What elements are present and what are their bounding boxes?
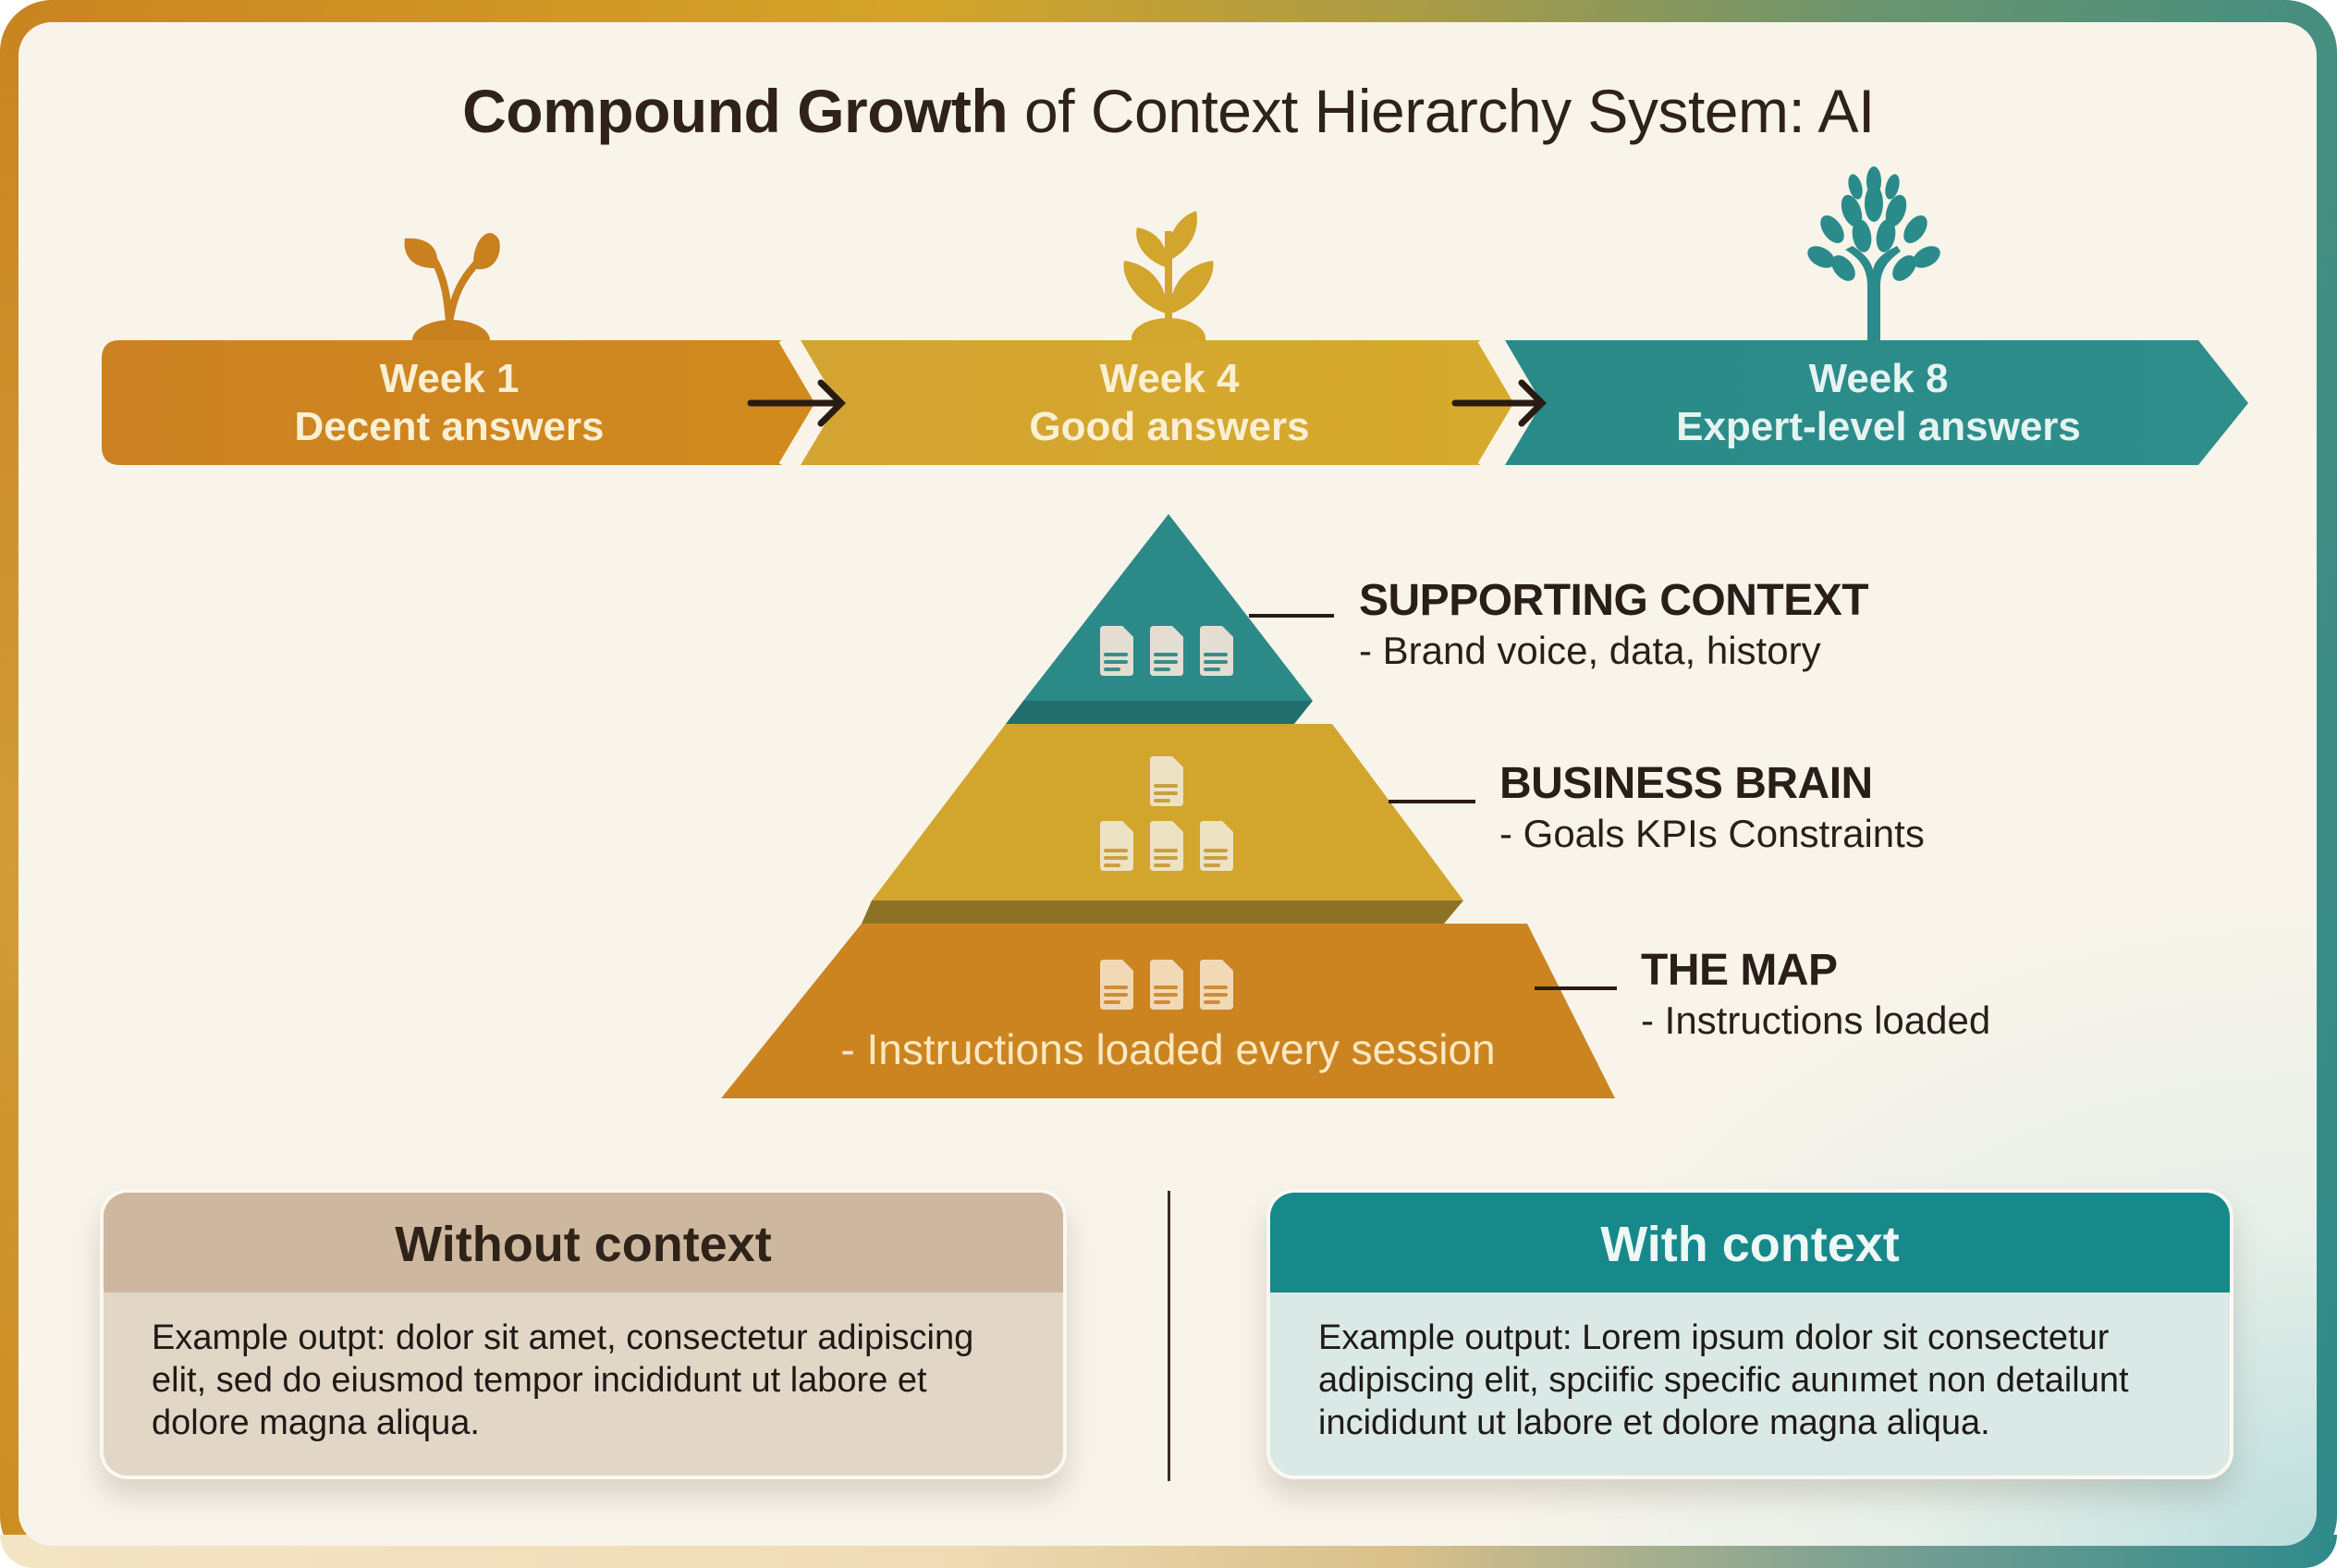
- week-4-label: Good answers: [1029, 404, 1310, 449]
- label-supporting-context: SUPPORTING CONTEXT - Brand voice, data, …: [1359, 575, 1869, 675]
- tree-icon: [1807, 166, 1940, 342]
- arrow-right-icon: [1451, 379, 1547, 427]
- timeline-week-4: Week 4 Good answers: [823, 355, 1516, 451]
- title-bold: Compound Growth: [462, 77, 1009, 145]
- tier-shadow: [862, 900, 1463, 924]
- tier-desc: - Brand voice, data, history: [1359, 629, 1821, 672]
- tier-title: THE MAP: [1641, 946, 1838, 995]
- pyramid-tier-supporting-context: [1023, 514, 1313, 701]
- week-8-label: Expert-level answers: [1676, 404, 2081, 449]
- title-rest: of Context Hierarchy System: AI: [1008, 77, 1875, 145]
- the-map-inner-text: - Instructions loaded every session: [840, 1025, 1496, 1073]
- label-the-map: THE MAP - Instructions loaded: [1641, 945, 1990, 1045]
- document-icon: [1100, 821, 1133, 871]
- tier-title: BUSINESS BRAIN: [1499, 759, 1873, 808]
- document-icon: [1150, 821, 1183, 871]
- document-icon: [1150, 756, 1183, 806]
- label-business-brain: BUSINESS BRAIN - Goals KPIs Constraints: [1499, 758, 1925, 858]
- tier-desc: - Instructions loaded: [1641, 998, 1991, 1042]
- week-8-title: Week 8: [1808, 356, 1949, 401]
- arrow-right-icon: [747, 379, 846, 427]
- pyramid-tier-business-brain: [872, 724, 1463, 900]
- week-1-segment: [102, 340, 819, 465]
- card-heading: Without context: [104, 1193, 1063, 1292]
- week-1-label: Decent answers: [294, 404, 605, 449]
- pyramid-tier-the-map: [721, 924, 1615, 1098]
- tier-title: SUPPORTING CONTEXT: [1359, 576, 1869, 625]
- tier-shadow: [1006, 701, 1313, 724]
- timeline-week-1: Week 1 Decent answers: [102, 355, 797, 451]
- document-icon: [1200, 821, 1233, 871]
- card-heading: With context: [1270, 1193, 2230, 1292]
- week-1-title: Week 1: [379, 356, 520, 401]
- week-8-segment: [1505, 340, 2248, 465]
- week-4-segment: [801, 340, 1518, 465]
- without-context-card: Without context Example outpt: dolor sit…: [100, 1189, 1067, 1479]
- timeline-week-8: Week 8 Expert-level answers: [1535, 355, 2222, 451]
- with-context-card: With context Example output: Lorem ipsum…: [1266, 1189, 2233, 1479]
- page-title: Compound Growth of Context Hierarchy Sys…: [0, 76, 2337, 146]
- tier-desc: - Goals KPIs Constraints: [1499, 812, 1925, 855]
- week-4-title: Week 4: [1099, 356, 1240, 401]
- card-body: Example outpt: dolor sit amet, consectet…: [152, 1318, 974, 1442]
- card-body: Example output: Lorem ipsum dolor sit co…: [1318, 1318, 2129, 1442]
- divider: [1168, 1191, 1170, 1481]
